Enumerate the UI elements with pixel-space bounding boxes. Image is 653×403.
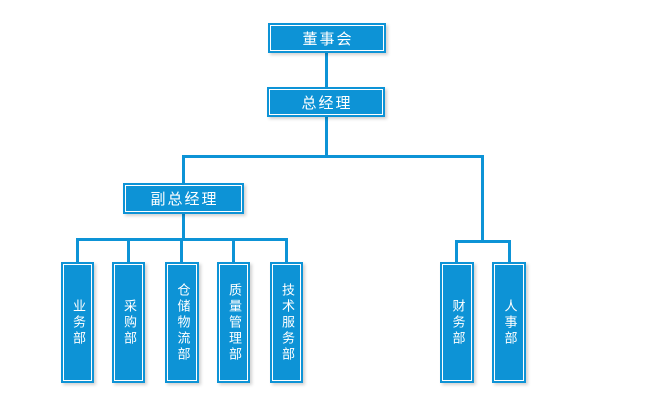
connector-stub-technical — [285, 238, 288, 262]
dept-hr: 人事部 — [492, 262, 526, 383]
connector-gm-to-main-rail — [325, 117, 328, 158]
connector-rail-to-dgm — [182, 155, 185, 184]
connector-stub-quality — [232, 238, 235, 262]
dept-purchasing-label: 采购部 — [121, 298, 136, 347]
connector-dgm-to-left-rail — [182, 214, 185, 241]
dept-warehouse-logistics-label: 仓储物流部 — [174, 282, 190, 363]
connector-stub-hr — [508, 240, 511, 262]
connector-right-rail — [455, 240, 511, 243]
dept-purchasing: 采购部 — [112, 262, 145, 383]
dept-finance: 财务部 — [440, 262, 474, 383]
connector-board-to-gm — [325, 53, 328, 87]
dept-hr-label: 人事部 — [501, 298, 517, 347]
connector-stub-finance — [455, 240, 458, 262]
dept-quality-management-label: 质量管理部 — [226, 282, 241, 363]
org-node-board: 董事会 — [268, 23, 386, 53]
dept-business: 业务部 — [61, 262, 94, 383]
org-node-deputy-general-manager: 副总经理 — [123, 183, 244, 214]
dept-technical-service-label: 技术服务部 — [279, 282, 294, 363]
dept-quality-management: 质量管理部 — [217, 262, 250, 383]
connector-rail-to-right-rail — [481, 155, 484, 243]
dept-business-label: 业务部 — [70, 298, 85, 347]
connector-stub-warehouse — [180, 238, 183, 262]
dept-technical-service: 技术服务部 — [270, 262, 303, 383]
dept-finance-label: 财务部 — [449, 298, 465, 347]
connector-stub-purchasing — [127, 238, 130, 262]
org-node-board-label: 董事会 — [302, 29, 354, 48]
dept-warehouse-logistics: 仓储物流部 — [165, 262, 199, 383]
org-node-general-manager-label: 总经理 — [301, 93, 353, 112]
org-node-deputy-general-manager-label: 副总经理 — [150, 190, 219, 208]
connector-stub-business — [76, 238, 79, 262]
connector-main-rail — [182, 155, 484, 158]
org-node-general-manager: 总经理 — [267, 87, 385, 117]
